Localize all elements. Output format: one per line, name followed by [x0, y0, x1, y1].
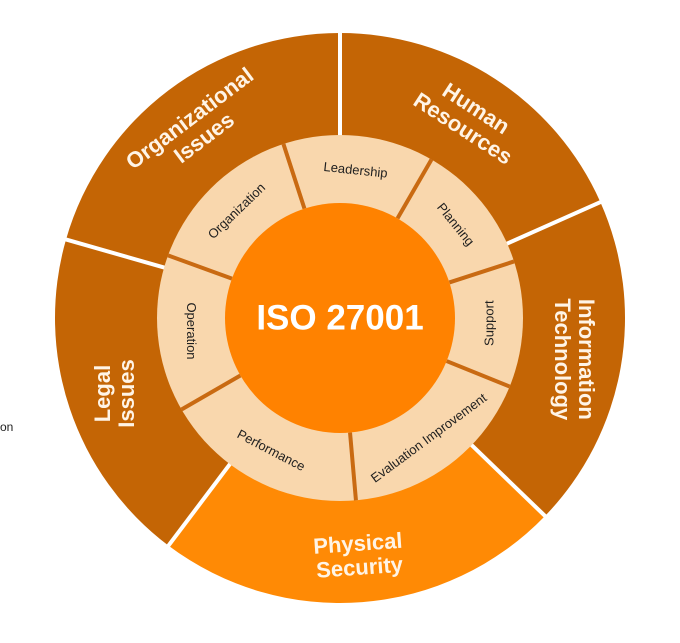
- inner-divider: [180, 373, 242, 412]
- outer-divider: [63, 236, 167, 271]
- outer-segment-organizational-issues: [66, 33, 341, 269]
- inner-label-support: Support: [481, 300, 496, 346]
- outer-segment-information-technology: [470, 202, 626, 516]
- svg-text:Physical: Physical: [312, 528, 403, 559]
- core-circle: [225, 203, 455, 433]
- inner-divider: [281, 143, 307, 210]
- outer-ring: [54, 31, 626, 604]
- inner-divider: [348, 432, 358, 501]
- inner-divider: [448, 259, 515, 285]
- svg-text:Legal: Legal: [90, 365, 115, 422]
- svg-text:Security: Security: [315, 552, 404, 583]
- outer-divider: [468, 442, 548, 519]
- outer-segment-human-resources: [340, 33, 601, 245]
- inner-label-operation: Operation: [184, 302, 199, 359]
- inner-label-leadership: Leadership: [323, 159, 389, 181]
- outer-divider: [165, 461, 233, 549]
- inner-divider: [167, 253, 233, 281]
- svg-text:Technology: Technology: [550, 298, 575, 421]
- outer-segment-legal-issues: [54, 239, 232, 546]
- svg-text:Issues: Issues: [114, 359, 139, 428]
- inner-divider: [395, 158, 434, 220]
- side-text-fragment: on: [0, 420, 14, 434]
- core-title: ISO 27001: [256, 299, 423, 338]
- outer-divider: [504, 199, 604, 247]
- inner-divider: [445, 359, 511, 389]
- svg-text:Information: Information: [574, 299, 599, 420]
